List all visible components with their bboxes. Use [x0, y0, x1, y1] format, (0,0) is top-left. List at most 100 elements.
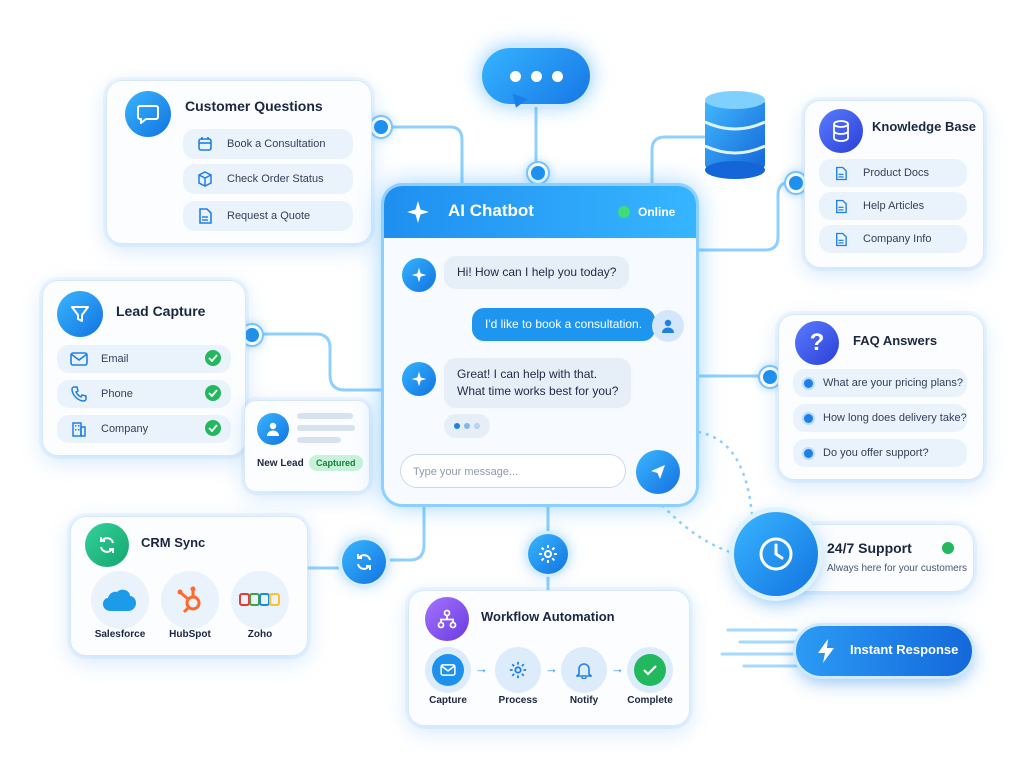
placeholder-line	[297, 425, 355, 431]
step-label: Process	[498, 695, 538, 706]
chat-header: AI Chatbot Online	[384, 186, 696, 238]
check-icon	[205, 350, 221, 366]
card-title: Workflow Automation	[481, 609, 615, 624]
faq-item[interactable]: How long does delivery take?	[793, 404, 967, 432]
calendar-icon	[191, 136, 219, 152]
lead-field-label: Company	[101, 423, 149, 435]
step-process	[495, 647, 541, 693]
faq-item[interactable]: Do you offer support?	[793, 439, 967, 467]
new-lead-label: New Lead	[257, 458, 304, 469]
zoho-logo-icon	[231, 571, 289, 629]
kb-item[interactable]: Product Docs	[819, 159, 967, 187]
bell-icon	[568, 654, 600, 686]
faq-answers-card: ? FAQ Answers What are your pricing plan…	[778, 314, 984, 480]
question-label: Book a Consultation	[227, 138, 326, 150]
workflow-automation-card: Workflow Automation Capture → Process → …	[408, 590, 690, 726]
user-avatar	[652, 310, 684, 342]
connector-node	[528, 163, 548, 183]
chat-title: AI Chatbot	[448, 201, 534, 220]
bot-message: Hi! How can I help you today?	[444, 256, 630, 289]
funnel-icon	[57, 291, 103, 337]
chat-bubble-icon	[125, 91, 171, 137]
lead-field-label: Email	[101, 353, 129, 365]
lead-field[interactable]: Company	[57, 415, 231, 443]
status-text: Online	[638, 205, 676, 219]
card-title: Customer Questions	[185, 98, 323, 114]
bullet-icon	[801, 378, 815, 388]
faq-label: Do you offer support?	[823, 447, 929, 459]
sparkle-icon	[407, 201, 429, 223]
step-notify	[561, 647, 607, 693]
online-dot	[618, 206, 630, 218]
send-button[interactable]	[636, 450, 680, 494]
new-lead-card: New Lead Captured	[244, 400, 370, 492]
support-title: 24/7 Support	[827, 540, 912, 556]
question-mark-icon: ?	[795, 321, 839, 365]
workflow-icon	[425, 597, 469, 641]
message-input[interactable]: Type your message...	[400, 454, 626, 488]
bot-message: Great! I can help with that. What time w…	[444, 358, 632, 408]
support-subtitle: Always here for your customers	[827, 563, 968, 574]
question-item[interactable]: Request a Quote	[183, 201, 353, 231]
lead-field[interactable]: Phone	[57, 380, 231, 408]
kb-item[interactable]: Company Info	[819, 225, 967, 253]
faq-item[interactable]: What are your pricing plans?	[793, 369, 967, 397]
box-icon	[191, 171, 219, 187]
lead-field[interactable]: Email	[57, 345, 231, 373]
chat-dots-bubble-icon	[482, 48, 590, 104]
bullet-icon	[801, 448, 815, 458]
gear-icon	[502, 654, 534, 686]
instant-response-button[interactable]: Instant Response	[796, 626, 972, 676]
check-icon	[634, 654, 666, 686]
phone-icon	[65, 386, 93, 402]
bot-avatar	[402, 258, 436, 292]
placeholder-line	[297, 437, 341, 443]
check-icon	[205, 385, 221, 401]
step-complete	[627, 647, 673, 693]
user-message: I'd like to book a consultation.	[472, 308, 656, 341]
instant-response-label: Instant Response	[850, 642, 959, 657]
lead-field-label: Phone	[101, 388, 133, 400]
database-icon	[704, 91, 766, 179]
step-label: Complete	[627, 695, 673, 706]
bot-message-line: Great! I can help with that.	[457, 367, 598, 381]
card-title: FAQ Answers	[853, 333, 938, 348]
send-icon	[651, 465, 665, 479]
step-label: Notify	[569, 695, 599, 706]
document-icon	[191, 208, 219, 224]
document-icon	[827, 232, 855, 247]
check-icon	[205, 420, 221, 436]
question-label: Request a Quote	[227, 210, 311, 222]
online-dot	[942, 542, 954, 554]
crm-label: Zoho	[247, 629, 273, 640]
question-item[interactable]: Check Order Status	[183, 164, 353, 194]
arrow-icon: →	[545, 661, 558, 676]
database-icon	[819, 109, 863, 153]
bullet-icon	[801, 413, 815, 423]
typing-indicator	[444, 414, 490, 438]
faq-label: How long does delivery take?	[823, 412, 967, 424]
gear-icon[interactable]	[528, 534, 568, 574]
bot-message-line: What time works best for you?	[457, 384, 619, 398]
chatbot-window: AI Chatbot Online Hi! How can I help you…	[384, 186, 696, 504]
faq-label: What are your pricing plans?	[823, 377, 964, 389]
connector-node	[760, 367, 780, 387]
sync-icon[interactable]	[342, 540, 386, 584]
kb-label: Product Docs	[863, 167, 930, 179]
salesforce-logo-icon	[91, 571, 149, 629]
question-label: Check Order Status	[227, 173, 324, 185]
crm-label: HubSpot	[169, 629, 211, 640]
placeholder-line	[297, 413, 353, 419]
kb-label: Help Articles	[863, 200, 925, 212]
arrow-icon: →	[611, 661, 624, 676]
bot-avatar	[402, 362, 436, 396]
question-item[interactable]: Book a Consultation	[183, 129, 353, 159]
envelope-icon	[432, 654, 464, 686]
lightning-icon	[818, 639, 834, 663]
envelope-icon	[65, 352, 93, 366]
kb-label: Company Info	[863, 233, 932, 245]
crm-sync-card: CRM Sync Salesforce HubSpot Zoho	[70, 516, 308, 656]
kb-item[interactable]: Help Articles	[819, 192, 967, 220]
step-label: Capture	[429, 695, 467, 706]
